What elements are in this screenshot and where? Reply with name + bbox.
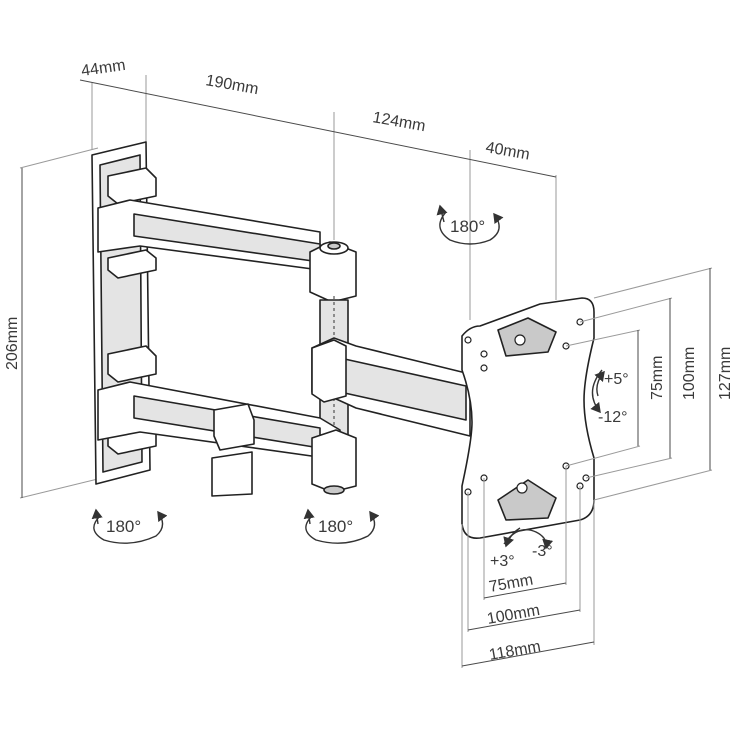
swivel-elbow-arrow-icon xyxy=(303,508,380,544)
bottom-dimension-lines xyxy=(461,466,595,668)
vesa-plate xyxy=(461,297,595,540)
swivel-wall-arrow-icon xyxy=(91,508,168,544)
swivel-wall-label: 180° xyxy=(106,517,141,536)
swivel-elbow-label: 180° xyxy=(318,517,353,536)
lower-arm xyxy=(97,381,357,497)
swivel-plate-label: 180° xyxy=(450,217,485,236)
arm2-length-label: 124mm xyxy=(371,109,427,135)
arm1-length-label: 190mm xyxy=(204,72,260,98)
second-arm xyxy=(311,337,471,437)
top-dimension-lines xyxy=(79,75,557,320)
tilt-up-label: +5° xyxy=(604,371,629,388)
rotate-arrow-icon xyxy=(503,527,554,550)
vesa-h1-label: 75mm xyxy=(488,571,535,595)
tilt-arrow-icon xyxy=(590,369,605,414)
vesa-v1-label: 75mm xyxy=(649,356,666,400)
vesa-h2-label: 100mm xyxy=(486,602,542,628)
right-dimension-lines xyxy=(565,267,713,501)
plate-height-label: 127mm xyxy=(717,347,734,400)
depth-label: 44mm xyxy=(80,57,126,80)
plate-width-label: 118mm xyxy=(488,638,542,664)
plate-depth-label: 40mm xyxy=(484,139,531,163)
vesa-v2-label: 100mm xyxy=(681,347,698,400)
tilt-down-label: -12° xyxy=(598,409,628,426)
upper-arm xyxy=(97,199,357,303)
height-label: 206mm xyxy=(4,317,21,370)
height-dimension xyxy=(19,147,111,499)
rotate-left-label: +3° xyxy=(490,553,515,570)
swivel-plate-arrow-icon xyxy=(436,204,504,245)
rotate-right-label: -3° xyxy=(532,543,553,560)
